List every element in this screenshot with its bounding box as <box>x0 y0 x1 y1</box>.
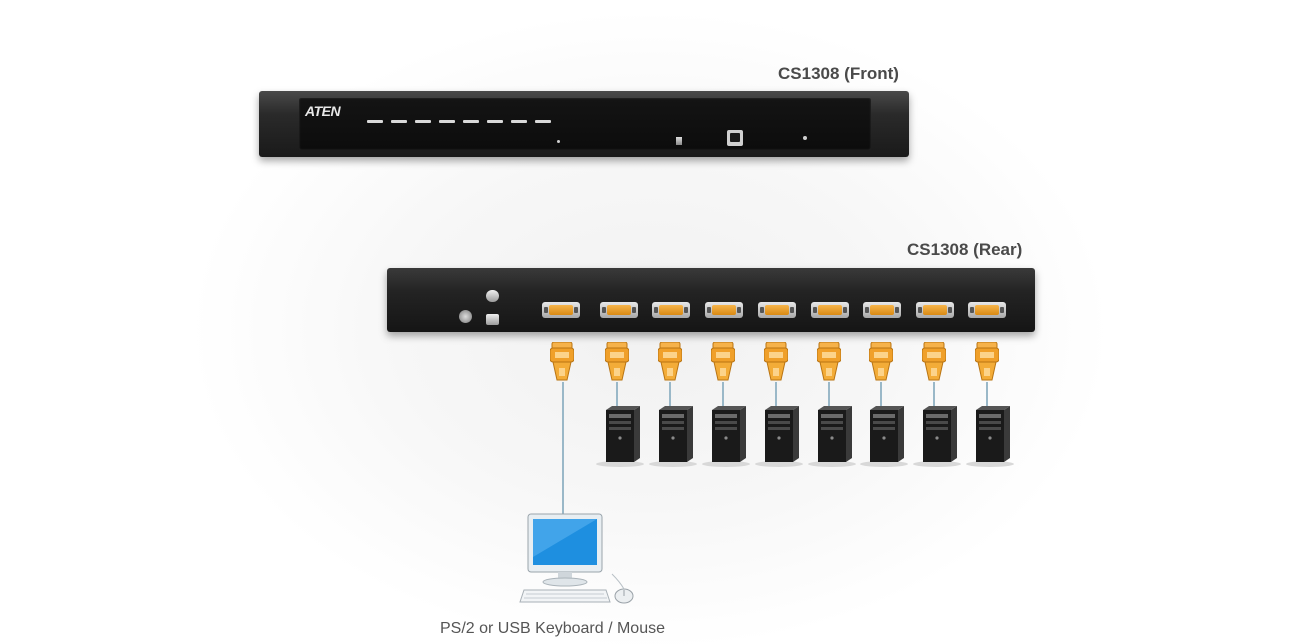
computer-tower-icon <box>964 404 1020 468</box>
rear-view-label: CS1308 (Rear) <box>907 240 1023 259</box>
power-jack-icon <box>486 314 499 325</box>
computer-port-5 <box>811 302 849 318</box>
computer-tower-icon <box>647 404 703 468</box>
port-led-8 <box>535 120 551 123</box>
vga-connector-icon <box>550 342 574 384</box>
computer-port-2 <box>652 302 690 318</box>
grounding-terminal-icon <box>459 310 472 323</box>
console-cable <box>562 382 564 514</box>
port-led-3 <box>415 120 431 123</box>
vga-connector-icon <box>975 342 999 384</box>
port-led-5 <box>463 120 479 123</box>
computer-port-1 <box>600 302 638 318</box>
vga-connector-icon <box>817 342 841 384</box>
computer-port-4 <box>758 302 796 318</box>
computer-cable-4 <box>775 382 777 408</box>
power-switch-icon <box>486 290 499 302</box>
aten-logo: ATEN <box>305 103 341 119</box>
computer-tower-icon <box>858 404 914 468</box>
vga-connector-icon <box>658 342 682 384</box>
computer-cable-6 <box>880 382 882 408</box>
front-view-label: CS1308 (Front) <box>778 64 899 83</box>
console-port <box>542 302 580 318</box>
vga-connector-icon <box>711 342 735 384</box>
computer-cable-7 <box>933 382 935 408</box>
reset-button <box>676 137 682 145</box>
firmware-upgrade-port <box>727 130 743 146</box>
port-led-6 <box>487 120 503 123</box>
computer-cable-2 <box>669 382 671 408</box>
computer-tower-icon <box>911 404 967 468</box>
kvm-switch-rear-panel <box>387 268 1035 332</box>
port-led-1 <box>367 120 383 123</box>
vga-connector-icon <box>869 342 893 384</box>
kvm-switch-front-panel: ATEN <box>259 91 909 157</box>
computer-cable-3 <box>722 382 724 408</box>
computer-tower-icon <box>700 404 756 468</box>
power-led <box>557 140 560 143</box>
port-led-4 <box>439 120 455 123</box>
port-led-7 <box>511 120 527 123</box>
computer-port-3 <box>705 302 743 318</box>
vga-connector-icon <box>922 342 946 384</box>
computer-tower-icon <box>806 404 862 468</box>
computer-tower-icon <box>594 404 650 468</box>
desktop-monitor-keyboard-mouse-icon <box>516 512 646 608</box>
console-label: PS/2 or USB Keyboard / Mouse <box>440 620 665 637</box>
computer-port-6 <box>863 302 901 318</box>
computer-cable-8 <box>986 382 988 408</box>
computer-port-8 <box>968 302 1006 318</box>
vga-connector-icon <box>764 342 788 384</box>
port-led-2 <box>391 120 407 123</box>
computer-port-7 <box>916 302 954 318</box>
computer-tower-icon <box>753 404 809 468</box>
status-led <box>803 136 807 140</box>
computer-cable-1 <box>616 382 618 408</box>
computer-cable-5 <box>828 382 830 408</box>
vga-connector-icon <box>605 342 629 384</box>
front-panel-face: ATEN <box>299 98 871 150</box>
